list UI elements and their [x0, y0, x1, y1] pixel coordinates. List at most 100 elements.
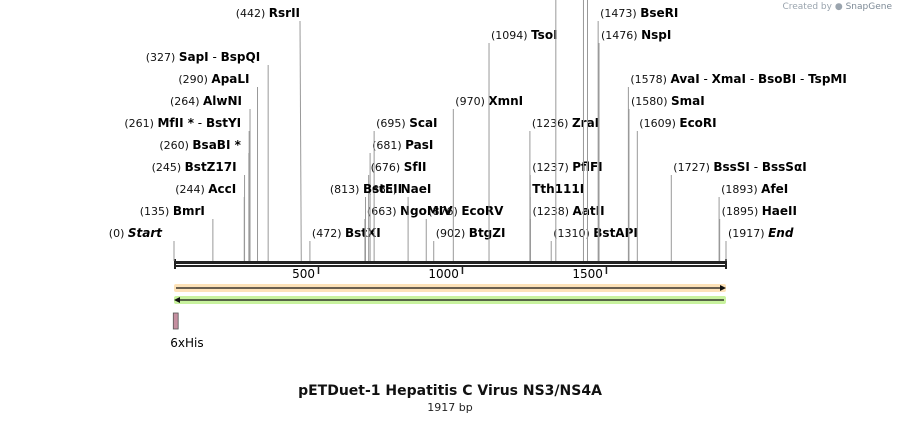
- enzyme-name: AvaI: [670, 72, 699, 86]
- site-label: (663) NgoMIV: [367, 204, 453, 218]
- site-label: (1476) NspI: [601, 28, 671, 42]
- site-label: (1473) BseRI: [600, 6, 678, 20]
- site-position: (695): [376, 117, 409, 130]
- enzyme-name: -: [746, 72, 758, 86]
- site-label: (695) ScaI: [376, 116, 437, 130]
- backbone-start-cap: [174, 259, 176, 269]
- site-label: (1238) AatII: [532, 204, 604, 218]
- enzyme-name: HaeII: [762, 204, 797, 218]
- site-position: (327): [146, 51, 179, 64]
- site-label: (665) NaeI: [367, 182, 431, 196]
- site-label: (813) BstEII: [330, 182, 402, 196]
- site-position: (663): [367, 205, 400, 218]
- site-label: (0) Start: [109, 226, 163, 240]
- site-position: (260): [159, 139, 192, 152]
- site-position: (1578): [630, 73, 670, 86]
- credit-brand: SnapGene: [845, 2, 892, 12]
- site-position: (261): [124, 117, 157, 130]
- enzyme-name: ApaLI: [211, 72, 249, 86]
- site-position: (1476): [601, 29, 641, 42]
- enzyme-name: BsaBI *: [192, 138, 241, 152]
- site-position: (1237): [532, 161, 572, 174]
- site-label: (290) ApaLI: [178, 72, 249, 86]
- site-label: (1893) AfeI: [721, 182, 788, 196]
- enzyme-name: BstAPI: [593, 226, 638, 240]
- enzyme-name: -: [700, 72, 712, 86]
- created-by-credit: Created by ● SnapGene: [782, 2, 892, 12]
- site-label: (1895) HaeII: [722, 204, 797, 218]
- enzyme-name: AatII: [573, 204, 605, 218]
- feature-box: [172, 312, 179, 330]
- site-position: (442): [236, 7, 269, 20]
- enzyme-name: ZraI: [572, 116, 599, 130]
- enzyme-name: AfeI: [761, 182, 788, 196]
- site-label: (260) BsaBI *: [159, 138, 241, 152]
- enzyme-name: Start: [128, 226, 163, 240]
- enzyme-name: BsoBI: [758, 72, 796, 86]
- enzyme-name: AccI: [208, 182, 236, 196]
- site-label: (1578) AvaI - XmaI - BsoBI - TspMI: [630, 72, 846, 86]
- site-position: (135): [140, 205, 173, 218]
- site-position: (472): [312, 227, 345, 240]
- site-position: (876): [428, 205, 461, 218]
- site-position: (902): [436, 227, 469, 240]
- site-position: (244): [175, 183, 208, 196]
- backbone-bottom-line: [174, 265, 726, 267]
- enzyme-name: MfII *: [157, 116, 194, 130]
- map-title: pETDuet-1 Hepatitis C Virus NS3/NS4A: [298, 383, 602, 399]
- reverse-arrow-icon: [174, 297, 180, 303]
- enzyme-name: TspMI: [808, 72, 847, 86]
- site-position: (1094): [491, 29, 531, 42]
- site-label: (261) MfII * - BstYI: [124, 116, 241, 130]
- tick-label: 1500: [572, 267, 603, 281]
- enzyme-name: BstXI: [345, 226, 381, 240]
- site-position: (676): [371, 161, 404, 174]
- forward-arrow-icon: [720, 285, 726, 291]
- site-label: (472) BstXI: [312, 226, 381, 240]
- site-label: (244) AccI: [175, 182, 236, 196]
- site-label: (1580) SmaI: [631, 94, 705, 108]
- site-label: (681) PasI: [372, 138, 433, 152]
- site-position: (1895): [722, 205, 762, 218]
- site-label: Tth111I: [532, 182, 584, 196]
- map-length: 1917 bp: [427, 401, 473, 414]
- site-position: (681): [372, 139, 405, 152]
- site-label: (245) BstZ17I: [152, 160, 237, 174]
- enzyme-name: SmaI: [671, 94, 705, 108]
- enzyme-name: BseRI: [640, 6, 678, 20]
- site-leader-line: [299, 20, 302, 262]
- site-position: (665): [367, 183, 400, 196]
- site-position: (1580): [631, 95, 671, 108]
- site-position: (290): [178, 73, 211, 86]
- site-label: (1727) BssSI - BssSαI: [673, 160, 806, 174]
- site-label: (1236) ZraI: [532, 116, 599, 130]
- site-position: (813): [330, 183, 363, 196]
- tick-label: 1000: [428, 267, 459, 281]
- enzyme-name: PasI: [405, 138, 433, 152]
- enzyme-name: BstEII: [363, 182, 402, 196]
- site-position: (245): [152, 161, 185, 174]
- feature-label: 6xHis: [170, 336, 203, 350]
- enzyme-name: RsrII: [269, 6, 300, 20]
- site-position: (0): [109, 227, 128, 240]
- backbone-top-line: [174, 261, 726, 264]
- enzyme-name: BstZ17I: [185, 160, 237, 174]
- site-position: (1609): [639, 117, 679, 130]
- site-label: (676) SfII: [371, 160, 427, 174]
- site-position: (1917): [728, 227, 768, 240]
- site-label: (902) BtgZI: [436, 226, 506, 240]
- enzyme-name: BtgZI: [469, 226, 506, 240]
- site-position: (264): [170, 95, 203, 108]
- backbone-end-cap: [725, 259, 727, 269]
- site-label: (1094) TsoI: [491, 28, 558, 42]
- site-label: (1237) PflFI: [532, 160, 602, 174]
- enzyme-name: TsoI: [531, 28, 557, 42]
- site-label: (264) AlwNI: [170, 94, 242, 108]
- site-label: (135) BmrI: [140, 204, 205, 218]
- enzyme-name: BmrI: [173, 204, 205, 218]
- site-label: (970) XmnI: [455, 94, 523, 108]
- site-label: (876) EcoRV: [428, 204, 504, 218]
- enzyme-name: NspI: [641, 28, 671, 42]
- site-label: (1310) BstAPI: [553, 226, 638, 240]
- enzyme-name: BssSαI: [762, 160, 807, 174]
